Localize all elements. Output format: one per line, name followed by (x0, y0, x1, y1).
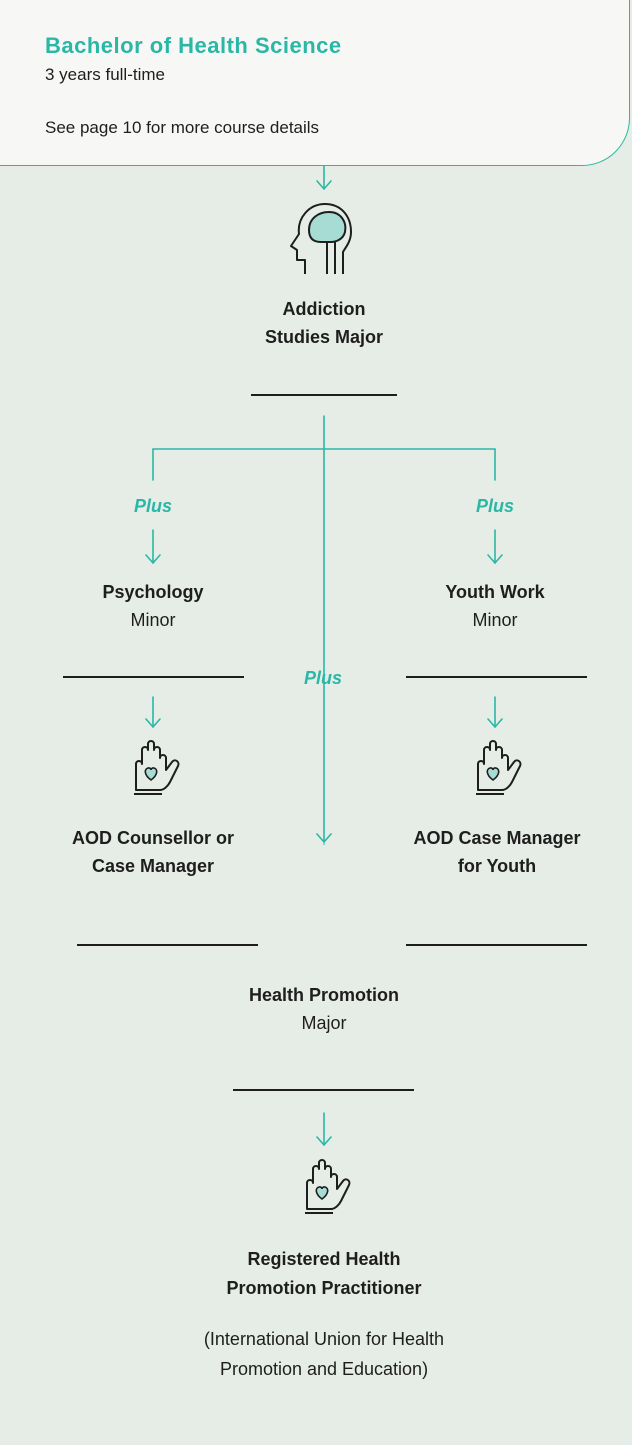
divider (233, 1089, 414, 1091)
course-details-note: See page 10 for more course details (45, 118, 320, 137)
right-outcome-line2: for Youth (457, 856, 537, 876)
left-minor-subtitle: Minor (130, 610, 176, 630)
left-outcome-line1: AOD Counsellor or (71, 828, 234, 848)
right-minor-subtitle: Minor (472, 610, 518, 630)
center-plus-label: Plus (303, 668, 342, 688)
major-label-line1: Addiction (282, 299, 366, 319)
right-plus-label: Plus (475, 496, 514, 516)
divider (251, 394, 397, 396)
center-org-line1: (International Union for Health (203, 1329, 445, 1349)
program-duration: 3 years full-time (45, 65, 165, 84)
left-plus-label: Plus (133, 496, 172, 516)
center-org-line2: Promotion and Education) (219, 1359, 429, 1379)
divider (406, 944, 587, 946)
hand-heart-icon (134, 740, 180, 795)
divider (77, 944, 258, 946)
center-outcome-line2: Promotion Practitioner (226, 1278, 422, 1298)
hand-heart-icon (305, 1159, 351, 1214)
left-minor-title: Psychology (102, 582, 204, 602)
program-title: Bachelor of Health Science (45, 33, 342, 58)
brain-head-icon (290, 203, 352, 274)
right-outcome-line1: AOD Case Manager (413, 828, 581, 848)
major-label-line2: Studies Major (264, 327, 384, 347)
right-minor-title: Youth Work (445, 582, 545, 602)
hand-heart-icon (476, 740, 522, 795)
center-outcome-line1: Registered Health (247, 1249, 401, 1269)
divider (406, 676, 587, 678)
header-box (0, 0, 630, 166)
center-major-title: Health Promotion (248, 985, 399, 1005)
left-outcome-line2: Case Manager (91, 856, 215, 876)
center-major-subtitle: Major (301, 1013, 347, 1033)
divider (63, 676, 244, 678)
